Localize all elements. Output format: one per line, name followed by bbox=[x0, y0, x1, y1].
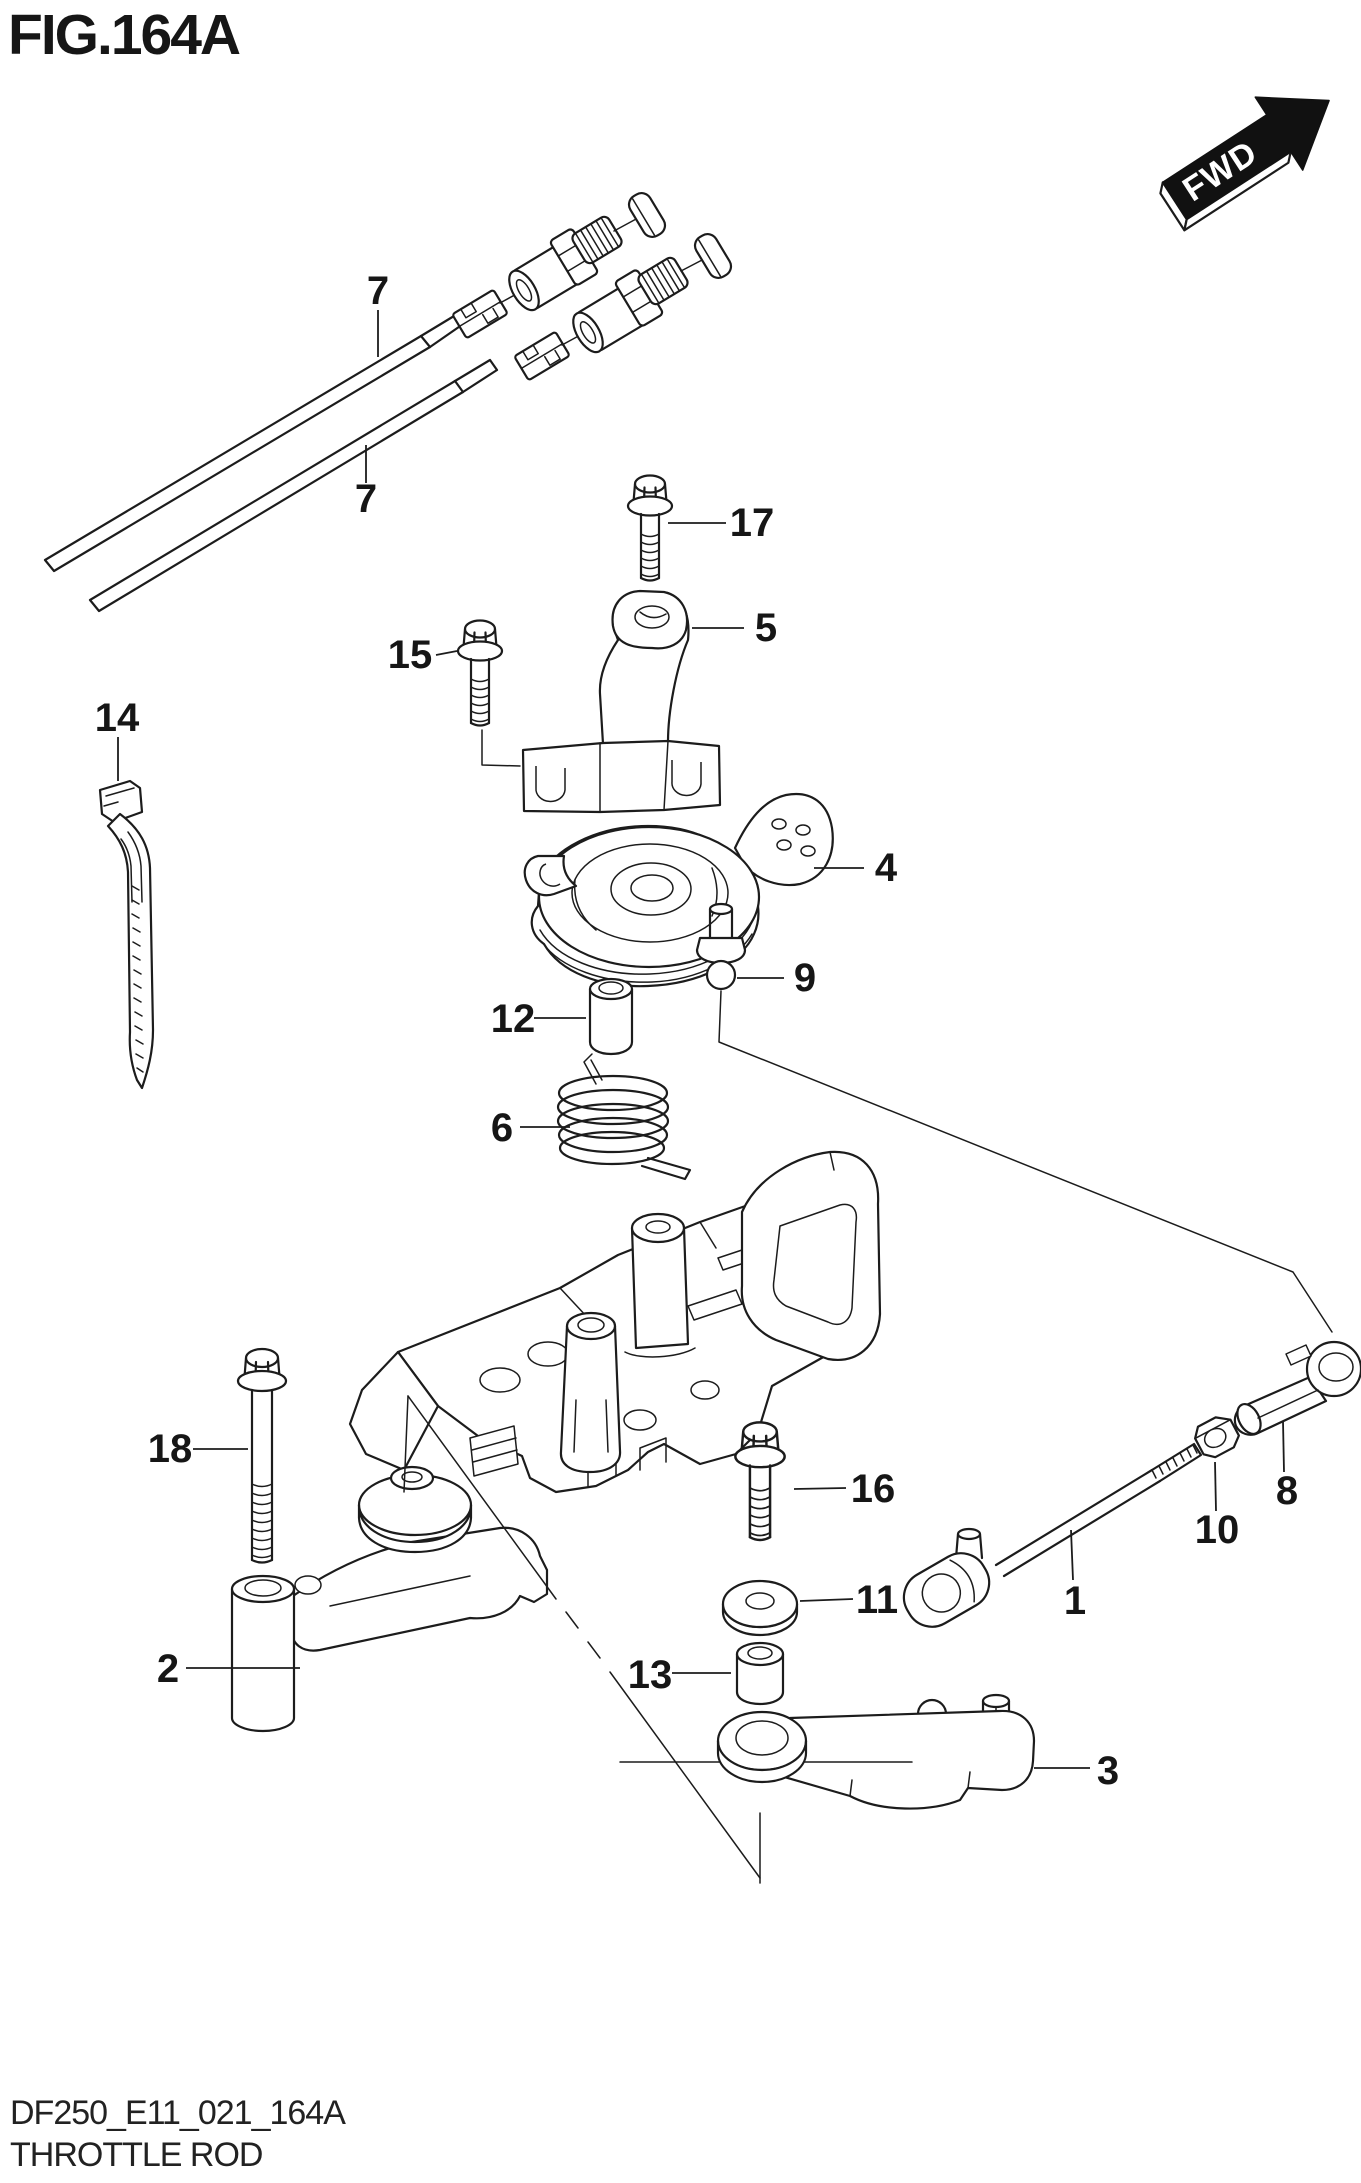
bolt-15-locator-line bbox=[481, 729, 521, 767]
callout-number: 1 bbox=[1064, 1579, 1086, 1623]
callout-number: 10 bbox=[1195, 1508, 1240, 1552]
throttle-rod-1 bbox=[902, 1442, 1203, 1628]
callout-part-5: 5 bbox=[692, 606, 777, 650]
callout-part-11: 11 bbox=[799, 1578, 898, 1622]
callout-part-14: 14 bbox=[95, 696, 140, 781]
footer-drawing-title: THROTTLE ROD bbox=[10, 2136, 262, 2174]
figure-title: FIG.164A bbox=[8, 3, 240, 67]
nut-10 bbox=[1194, 1416, 1240, 1459]
callout-number: 7 bbox=[367, 269, 389, 313]
callout-number: 13 bbox=[628, 1653, 673, 1697]
callout-part-7: 7 bbox=[355, 445, 377, 521]
callout-number: 4 bbox=[875, 846, 898, 890]
ball-stud-9 bbox=[695, 902, 747, 991]
callout-number: 9 bbox=[794, 956, 816, 1000]
callout-number: 8 bbox=[1276, 1469, 1298, 1513]
callout-part-12: 12 bbox=[491, 997, 586, 1041]
callout-part-16: 16 bbox=[793, 1467, 896, 1511]
callout-leader-line bbox=[799, 1598, 854, 1602]
callout-part-13: 13 bbox=[628, 1653, 731, 1697]
assembly-pointer-lines bbox=[403, 1395, 761, 1884]
callout-number: 14 bbox=[95, 696, 140, 740]
callout-number: 3 bbox=[1097, 1749, 1119, 1793]
spacer-13 bbox=[735, 1641, 785, 1706]
callout-leader-line bbox=[1214, 1461, 1217, 1512]
callout-number: 5 bbox=[755, 606, 777, 650]
throttle-cable-upper bbox=[43, 188, 670, 573]
callout-part-3: 3 bbox=[1034, 1749, 1119, 1793]
callout-leader-line bbox=[1070, 1529, 1074, 1581]
throttle-lever-3 bbox=[619, 1693, 1036, 1810]
callout-number: 11 bbox=[856, 1578, 898, 1622]
callout-part-9: 9 bbox=[737, 956, 816, 1000]
callout-number: 12 bbox=[491, 997, 536, 1041]
footer-drawing-code: DF250_E11_021_164A bbox=[10, 2094, 346, 2132]
callout-number: 2 bbox=[157, 1647, 179, 1691]
throttle-cable-lower bbox=[88, 229, 736, 613]
callout-part-17: 17 bbox=[668, 501, 774, 545]
callout-number: 6 bbox=[491, 1106, 513, 1150]
fwd-arrow: FWD bbox=[1159, 96, 1330, 232]
callout-leader-line bbox=[1282, 1420, 1285, 1473]
collar-12 bbox=[588, 977, 634, 1056]
callout-number: 15 bbox=[388, 633, 433, 677]
throttle-bracket-body bbox=[348, 1150, 882, 1494]
callout-part-7: 7 bbox=[367, 269, 389, 357]
bolt-15 bbox=[456, 619, 521, 767]
callout-leader-line bbox=[435, 650, 458, 656]
washer-11 bbox=[721, 1579, 799, 1637]
callout-part-8: 8 bbox=[1276, 1420, 1298, 1513]
callout-part-15: 15 bbox=[388, 633, 458, 677]
callout-part-6: 6 bbox=[491, 1106, 570, 1150]
assembly-reference-line-9-to-8 bbox=[718, 990, 1333, 1333]
cable-clamp-bracket-5 bbox=[521, 589, 722, 814]
callout-part-4: 4 bbox=[814, 846, 898, 890]
part-callouts: 7 7 17 5 15 14 4 9 12 6 18 16 2 11 13 1 10 8 3 bbox=[95, 269, 1298, 1793]
throttle-arm-2 bbox=[230, 1465, 549, 1733]
callout-part-10: 10 bbox=[1195, 1461, 1240, 1552]
rod-threaded-end bbox=[1150, 1442, 1203, 1483]
callout-leader-line bbox=[793, 1487, 847, 1490]
torsion-spring-6 bbox=[556, 1053, 692, 1181]
callout-part-1: 1 bbox=[1064, 1529, 1086, 1623]
rod-end-8 bbox=[1233, 1340, 1361, 1436]
callout-number: 18 bbox=[148, 1427, 193, 1471]
cable-tie-14 bbox=[98, 779, 155, 1090]
callout-part-18: 18 bbox=[148, 1427, 248, 1471]
callout-part-2: 2 bbox=[157, 1647, 300, 1691]
callout-number: 7 bbox=[355, 477, 377, 521]
callout-number: 16 bbox=[851, 1467, 896, 1511]
callout-number: 17 bbox=[730, 501, 775, 545]
